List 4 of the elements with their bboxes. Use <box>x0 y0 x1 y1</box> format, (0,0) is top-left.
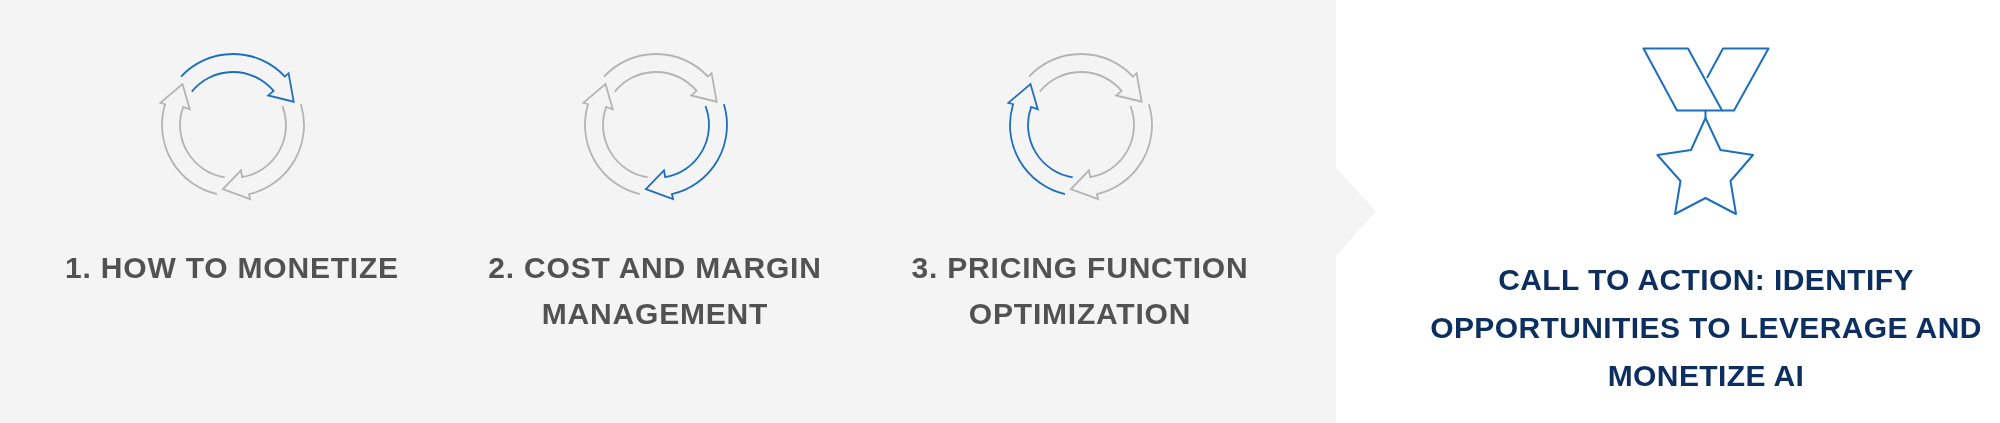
call-to-action-text: CALL TO ACTION: IDENTIFY OPPORTUNITIES TO LEVERAGE AND MONETIZE AI <box>1429 262 1983 394</box>
step-label: 1. HOW TO MONETIZE <box>65 250 399 286</box>
step-label: 3. PRICING FUNCTION OPTIMIZATION <box>910 250 1250 332</box>
step-label: 2. COST AND MARGIN MANAGEMENT <box>487 250 823 332</box>
